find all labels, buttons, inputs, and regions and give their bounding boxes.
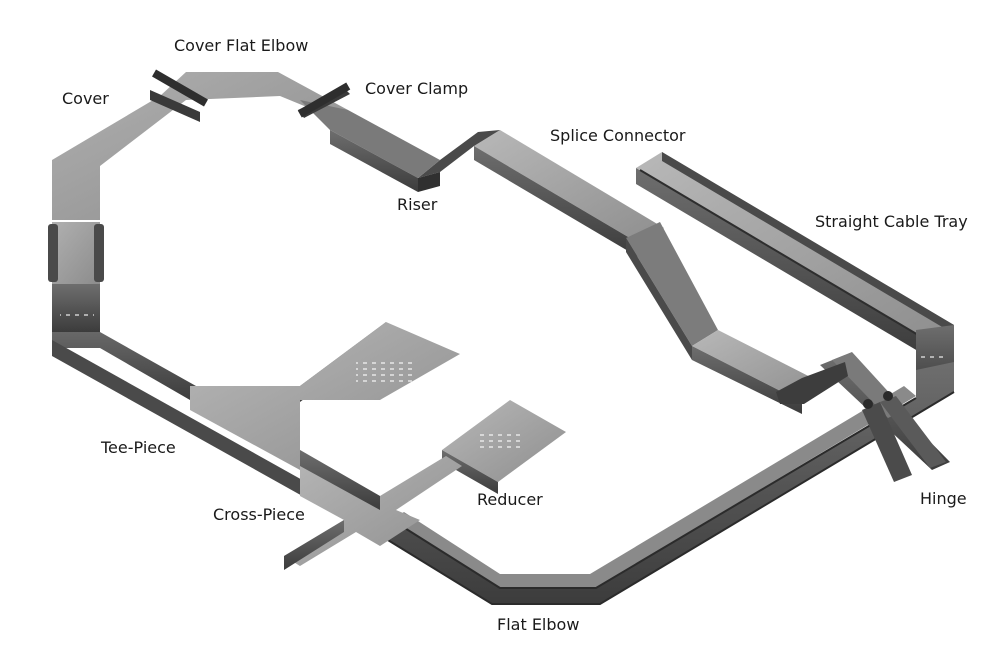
label-straight-cable-tray: Straight Cable Tray xyxy=(815,212,968,231)
label-cover-clamp: Cover Clamp xyxy=(365,79,469,98)
hinge-fitting xyxy=(820,352,950,482)
cover-clamps xyxy=(152,69,351,118)
label-hinge: Hinge xyxy=(920,489,967,508)
label-splice-connector: Splice Connector xyxy=(550,126,686,145)
label-cross-piece: Cross-Piece xyxy=(213,505,305,524)
reducer-fitting xyxy=(442,400,566,494)
flat-elbow-run xyxy=(377,362,955,605)
label-cover: Cover xyxy=(62,89,109,108)
label-flat-elbow: Flat Elbow xyxy=(497,615,580,634)
cross-piece-fitting xyxy=(284,450,462,570)
label-cover-flat-elbow: Cover Flat Elbow xyxy=(174,36,309,55)
label-riser: Riser xyxy=(397,195,438,214)
label-tee-piece: Tee-Piece xyxy=(101,438,176,457)
tee-piece-run xyxy=(52,284,460,526)
riser-fitting xyxy=(418,130,500,192)
splice-connector-run xyxy=(474,130,848,414)
label-reducer: Reducer xyxy=(477,490,543,509)
